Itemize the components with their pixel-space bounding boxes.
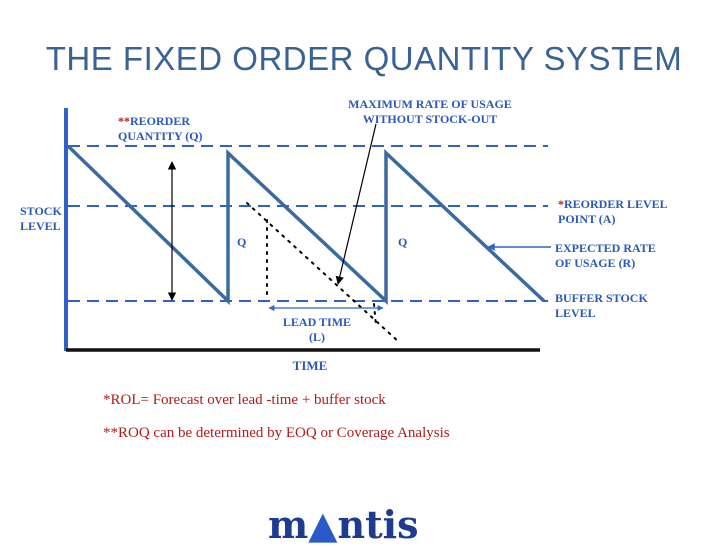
expected-rate-label: EXPECTED RATE OF USAGE (R) [555, 241, 656, 271]
time-axis-label: TIME [292, 358, 328, 373]
lead-time-label-line1: LEAD TIME [282, 315, 352, 329]
stock-label-line1: STOCK [20, 204, 62, 218]
stock-label-line2: LEVEL [20, 219, 61, 233]
buffer-label-line2: LEVEL [555, 306, 596, 320]
stock-level-axis-label: STOCK LEVEL [20, 204, 62, 234]
rol-label-line1: REORDER LEVEL [564, 197, 668, 211]
max-usage-label-line2: WITHOUT STOCK-OUT [362, 112, 498, 126]
logo-text-m: m [268, 502, 309, 547]
reorder-level-label: *REORDER LEVEL POINT (A) [558, 197, 668, 227]
max-usage-dotted-line [246, 202, 401, 344]
expected-label-line2: OF USAGE (R) [555, 256, 636, 270]
max-rate-pointer [335, 123, 377, 285]
q-label-right: Q [398, 235, 408, 249]
mantis-logo: m▲ntis [268, 502, 419, 547]
rol-note: *ROL= Forecast over lead -time + buffer … [103, 392, 386, 408]
lead-time-label: LEAD TIME (L) [262, 315, 372, 345]
logo-triangle-icon: ▲ [308, 503, 338, 547]
lead-time-label-line2: (L) [309, 330, 325, 344]
slide-title: THE FIXED ORDER QUANTITY SYSTEM [45, 40, 683, 77]
reorder-quantity-label: **REORDER QUANTITY (Q) [118, 114, 203, 144]
roq-note: **ROQ can be determined by EOQ or Covera… [103, 425, 450, 441]
rol-label-line2: POINT (A) [558, 212, 616, 226]
lead-time-end-dotted [373, 303, 377, 327]
stock-level-sawtooth [66, 144, 546, 306]
roq-label-line2: QUANTITY (Q) [118, 129, 203, 143]
roq-label-line1: REORDER [130, 114, 191, 128]
roq-asterisks: ** [118, 114, 130, 128]
rol-asterisk: * [558, 197, 564, 211]
buffer-stock-label: BUFFER STOCK LEVEL [555, 291, 648, 321]
expected-label-line1: EXPECTED RATE [555, 241, 656, 255]
max-usage-label: MAXIMUM RATE OF USAGE WITHOUT STOCK-OUT [330, 97, 530, 127]
max-usage-label-line1: MAXIMUM RATE OF USAGE [348, 97, 512, 111]
logo-text-ntis: ntis [337, 502, 419, 547]
q-label-left: Q [237, 235, 247, 249]
buffer-label-line1: BUFFER STOCK [555, 291, 648, 305]
